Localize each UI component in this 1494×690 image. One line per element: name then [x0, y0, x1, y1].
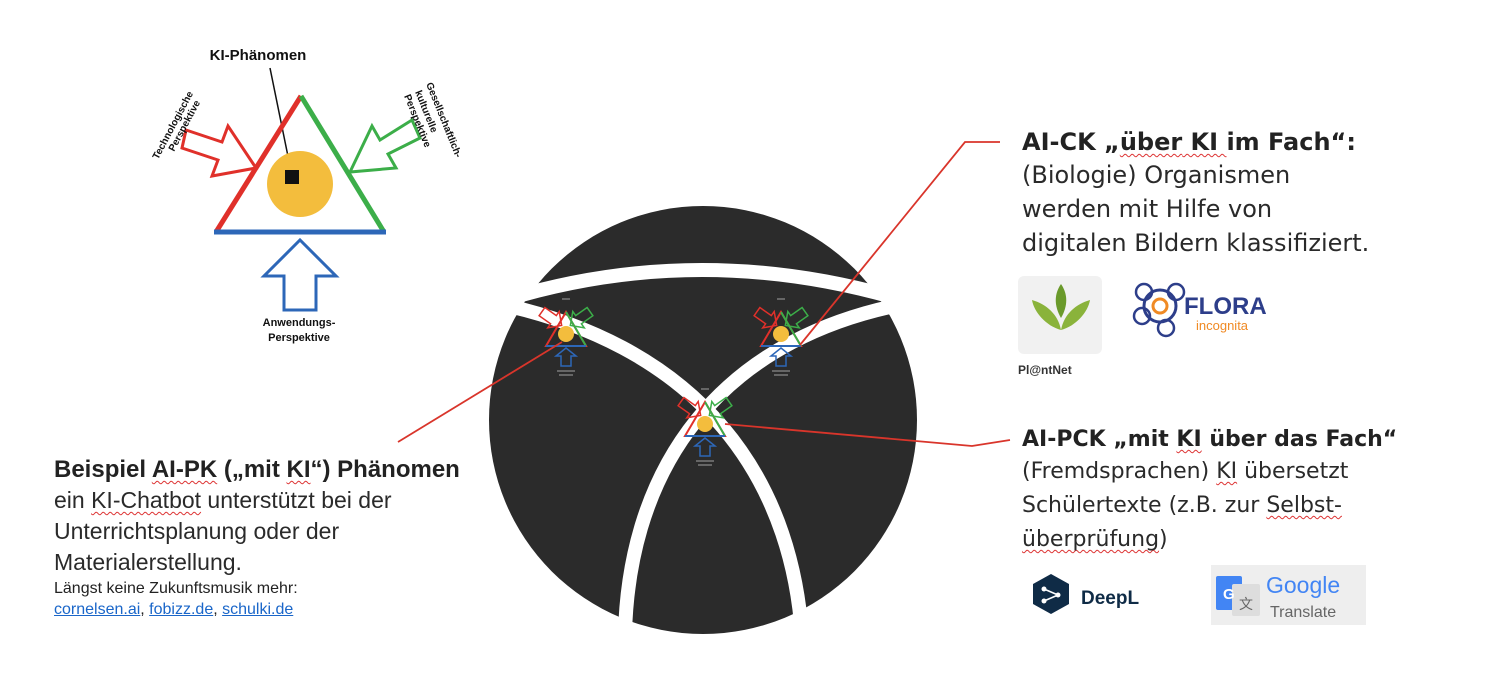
ai-ck-text-block: AI-CK „über KI im Fach“: (Biologie) Orga… — [1022, 126, 1462, 260]
ai-pk-note: Längst keine Zukunftsmusik mehr: — [54, 580, 298, 597]
link-cornelsen[interactable]: cornelsen.ai — [54, 601, 141, 618]
ai-pk-line: ein KI-Chatbot unterstützt bei der — [54, 485, 574, 516]
google-translate-sub: Translate — [1270, 604, 1336, 621]
circle-title-line1: KI- — [683, 125, 712, 150]
triangle-right-side — [298, 94, 387, 234]
ai-pk-heading-part: “) Phänomen — [310, 456, 460, 483]
ai-pk-heading-part: („mit — [217, 456, 287, 483]
ai-pck-line: Schülertexte (z.B. zur Selbst- — [1022, 489, 1472, 523]
ki-phaenomen-label: KI-Phänomen — [210, 47, 307, 64]
svg-text:G: G — [1223, 586, 1235, 603]
ai-pck-line-part: ) — [1159, 527, 1168, 552]
ai-pk-links: cornelsen.ai, fobizz.de, schulki.de — [54, 599, 574, 620]
ai-pck-line-part: übersetzt — [1237, 459, 1349, 484]
arrow-societal — [347, 117, 422, 174]
ai-pk-heading-part: AI-PK — [151, 456, 218, 483]
connector-ai-ck — [799, 141, 1000, 346]
ai-pck-heading-part: AI-PCK „mit — [1022, 427, 1177, 452]
circle-divider-arc-right — [478, 293, 810, 661]
google-translate-icon: G 文 — [1216, 576, 1260, 616]
ai-pck-text-block: AI-PCK „mit KI über das Fach“ (Fremdspra… — [1022, 425, 1472, 557]
ai-ck-heading-part: AI-CK „ — [1022, 128, 1120, 156]
deepl-logo-icon — [1033, 574, 1069, 614]
circle-title-line2: Kompetenz — [635, 156, 758, 181]
link-schulki[interactable]: schulki.de — [222, 601, 294, 618]
ai-pk-line-part: KI-Chatbot — [91, 487, 202, 513]
ai-pck-line: überprüfung) — [1022, 523, 1472, 557]
svg-text:文: 文 — [1239, 597, 1253, 613]
ai-pk-line-part: ein — [54, 487, 92, 513]
ai-pck-heading-part: KI — [1176, 427, 1202, 452]
flora-logo-word: FLORA — [1184, 293, 1267, 320]
circle-divider-arc-upper — [477, 263, 931, 315]
application-label-line1: Anwendungs- — [263, 317, 336, 329]
ai-pck-line-part: überprüfung — [1022, 527, 1160, 552]
ai-ck-heading-part: im Fach“: — [1226, 128, 1356, 156]
triangle-model: KI-Phänomen Technologische Perspektive G… — [151, 47, 463, 344]
link-separator: , — [213, 601, 223, 618]
triangle-left-side — [213, 94, 304, 234]
ai-pk-heading-part: KI — [286, 456, 311, 483]
phenomenon-circle — [267, 151, 333, 217]
ai-pk-line: Materialerstellung. — [54, 549, 242, 575]
ai-ck-line: digitalen Bildern klassifiziert. — [1022, 229, 1370, 257]
plantnet-leaf-icon — [1032, 284, 1090, 330]
connector-ai-pk — [397, 341, 563, 443]
plantnet-logo-label: Pl@ntNet — [1018, 363, 1072, 377]
flora-incognita-logo-icon — [1132, 282, 1186, 338]
ai-pck-line-part: Schülertexte (z.B. zur — [1022, 493, 1267, 518]
ai-pck-line-part: KI — [1216, 459, 1238, 484]
ai-pk-text-block: Beispiel AI-PK („mit KI“) Phänomen ein K… — [54, 455, 574, 620]
phenomenon-square — [285, 170, 299, 184]
ai-ck-heading: AI-CK „über KI im Fach“: — [1022, 126, 1462, 158]
link-fobizz[interactable]: fobizz.de — [149, 601, 214, 618]
google-logo-word: Google — [1266, 572, 1340, 598]
ai-pk-heading: Beispiel AI-PK („mit KI“) Phänomen — [54, 455, 574, 485]
ai-pk-line: Unterrichtsplanung oder der — [54, 518, 340, 544]
circle-divider-arc-left — [617, 293, 930, 661]
ai-pk-line-part: unterstützt bei der — [201, 487, 392, 513]
arrow-application — [260, 237, 340, 312]
ai-pck-heading: AI-PCK „mit KI über das Fach“ — [1022, 425, 1472, 455]
ai-pck-line: (Fremdsprachen) KI übersetzt — [1022, 455, 1472, 489]
connector-ai-pck — [724, 423, 1011, 447]
ai-pck-line-part: Selbst- — [1266, 493, 1342, 518]
ai-pck-line-part: (Fremdsprachen) — [1022, 459, 1217, 484]
flora-logo-sub: incognita — [1196, 318, 1249, 333]
ai-ck-line: (Biologie) Organismen — [1022, 161, 1291, 189]
arrow-technological — [180, 122, 259, 178]
ai-pk-heading-part: Beispiel — [54, 456, 152, 483]
ai-ck-heading-part: KI — [1182, 128, 1227, 156]
link-separator: , — [140, 601, 150, 618]
application-label-line2: Perspektive — [268, 332, 330, 344]
ai-pck-heading-part: über das Fach“ — [1201, 427, 1398, 452]
ai-ck-heading-part: über — [1119, 128, 1183, 156]
deepl-logo-word: DeepL — [1081, 588, 1139, 609]
ai-ck-line: werden mit Hilfe von — [1022, 195, 1273, 223]
